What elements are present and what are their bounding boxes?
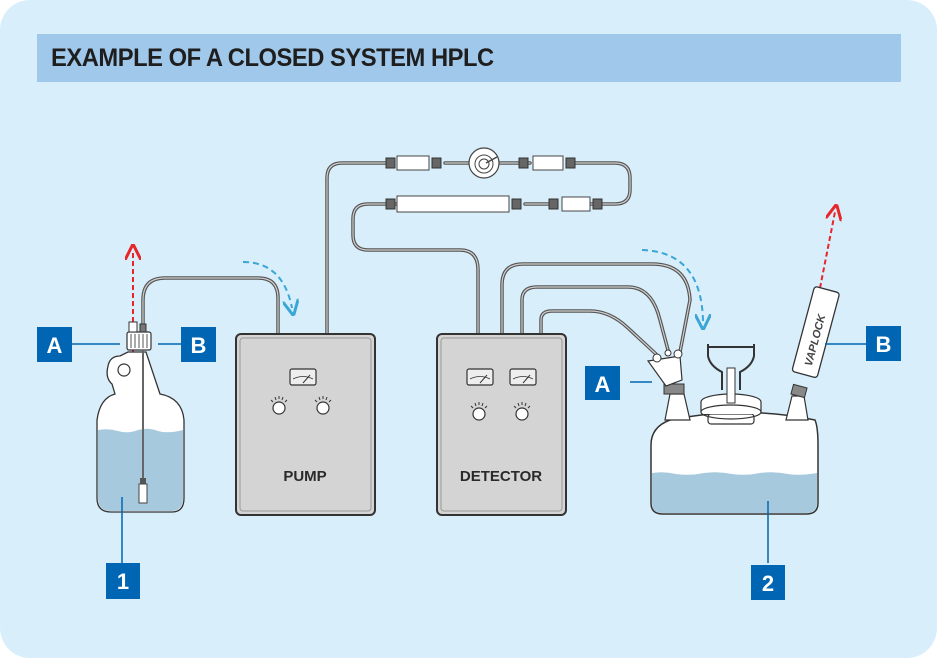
waste-container: VAPLOCK: [646, 286, 840, 515]
inline-filter-2: [518, 155, 576, 171]
hplc-column: [385, 195, 522, 213]
svg-text:A: A: [47, 333, 63, 358]
detector-gauge-right-icon: [509, 368, 537, 386]
callout-box-reservoir-b: B: [181, 327, 216, 362]
solvent-reservoir-bottle: [96, 321, 185, 513]
reservoir-cap: [126, 321, 152, 351]
waste-right-adapter: [785, 383, 809, 421]
tubing: [141, 161, 692, 356]
vaplock-filter: VAPLOCK: [791, 286, 840, 378]
pump-device: PUMP: [235, 333, 376, 516]
detector-device: DETECTOR: [436, 333, 567, 516]
pump-label: PUMP: [283, 468, 326, 485]
pump-knob-left-icon: [270, 396, 288, 415]
svg-text:A: A: [595, 372, 611, 397]
pump-gauge-icon: [289, 368, 317, 386]
callout-box-solvent-reservoir: 1: [106, 563, 140, 599]
waste-lid: [700, 344, 762, 425]
callout-box-waste-a: A: [585, 366, 620, 400]
waste-cap-left-adapter: [646, 349, 691, 421]
page-title: EXAMPLE OF A CLOSED SYSTEM HPLC: [51, 44, 494, 72]
flow-arrow-to-waste: [641, 249, 703, 322]
inline-components: [385, 147, 603, 213]
tubes-detector-to-waste: [500, 262, 692, 356]
tube-pump-to-columns: [325, 161, 632, 336]
callout-box-waste-b: B: [866, 326, 901, 361]
detector-label: DETECTOR: [460, 468, 542, 485]
callout-lines: [72, 343, 866, 563]
detector-knob-left-icon: [470, 402, 488, 421]
injector-valve-icon: [468, 147, 500, 179]
title-bar: EXAMPLE OF A CLOSED SYSTEM HPLC: [37, 34, 901, 82]
svg-text:1: 1: [117, 569, 129, 594]
callout-box-waste-container: 2: [751, 565, 785, 600]
tube-reservoir-to-pump: [141, 276, 280, 336]
flow-arrow-to-pump: [242, 261, 292, 308]
inline-filter-3: [548, 196, 603, 212]
detector-knob-right-icon: [513, 402, 531, 421]
svg-text:B: B: [876, 332, 892, 357]
detector-gauge-left-icon: [466, 368, 494, 386]
svg-text:B: B: [191, 333, 207, 358]
pump-knob-right-icon: [314, 396, 332, 415]
inline-filter-1: [385, 155, 442, 171]
vent-arrow-waste-up: [819, 212, 835, 289]
callout-box-reservoir-a: A: [37, 327, 72, 362]
svg-text:2: 2: [762, 571, 774, 596]
